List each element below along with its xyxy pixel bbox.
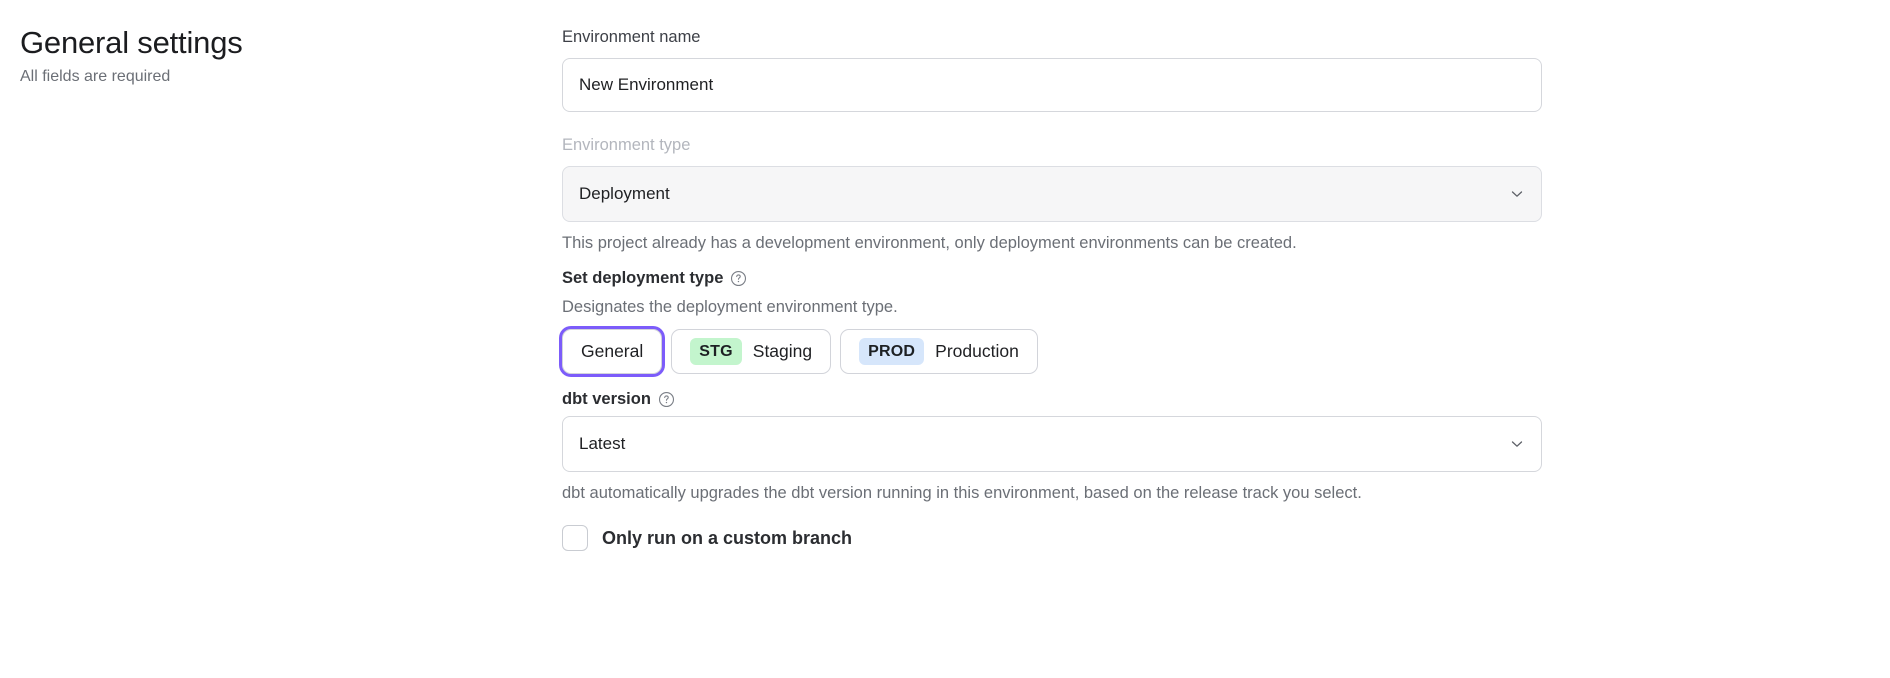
environment-type-select[interactable]: Deployment bbox=[562, 166, 1542, 222]
page-title: General settings bbox=[20, 25, 243, 60]
question-circle-icon[interactable] bbox=[730, 270, 747, 287]
chevron-down-icon bbox=[1511, 191, 1523, 197]
dbt-version-selected-value: Latest bbox=[579, 434, 626, 453]
environment-type-helper-text: This project already has a development e… bbox=[562, 234, 1297, 252]
settings-form-column: Environment name Environment type Deploy… bbox=[562, 18, 1870, 678]
custom-branch-row[interactable]: Only run on a custom branch bbox=[562, 525, 1870, 551]
spacer bbox=[562, 255, 1870, 267]
deployment-type-options: General STG Staging PROD Production bbox=[562, 329, 1870, 374]
deployment-type-option-staging[interactable]: STG Staging bbox=[671, 329, 832, 374]
environment-name-label: Environment name bbox=[562, 28, 701, 46]
environment-name-input[interactable] bbox=[562, 58, 1542, 112]
deployment-type-option-production[interactable]: PROD Production bbox=[840, 329, 1038, 374]
chevron-down-icon bbox=[1511, 441, 1523, 447]
deployment-type-field: Set deployment type Designates the deplo… bbox=[562, 267, 1870, 374]
dbt-version-helper-text: dbt automatically upgrades the dbt versi… bbox=[562, 484, 1362, 502]
custom-branch-checkbox[interactable] bbox=[562, 525, 588, 551]
dbt-version-select[interactable]: Latest bbox=[562, 416, 1542, 472]
staging-badge: STG bbox=[690, 338, 742, 365]
environment-type-label: Environment type bbox=[562, 136, 691, 154]
spacer bbox=[562, 112, 1870, 134]
deployment-type-option-production-label: Production bbox=[935, 341, 1019, 361]
question-circle-icon[interactable] bbox=[658, 391, 675, 408]
spacer bbox=[562, 374, 1870, 388]
production-badge: PROD bbox=[859, 338, 925, 365]
settings-header-column: General settings All fields are required bbox=[20, 18, 562, 678]
deployment-type-description: Designates the deployment environment ty… bbox=[562, 298, 898, 316]
deployment-type-label: Set deployment type bbox=[562, 269, 724, 287]
dbt-version-label-row: dbt version bbox=[562, 388, 1870, 410]
dbt-version-label: dbt version bbox=[562, 390, 651, 408]
deployment-type-option-staging-label: Staging bbox=[752, 341, 813, 361]
deployment-type-option-general-label: General bbox=[581, 341, 644, 361]
dbt-version-field: dbt version Latest dbt automatically upg… bbox=[562, 388, 1870, 505]
deployment-type-label-row: Set deployment type bbox=[562, 267, 1870, 289]
custom-branch-label: Only run on a custom branch bbox=[602, 527, 853, 548]
environment-name-field: Environment name bbox=[562, 26, 1870, 112]
page-subtitle: All fields are required bbox=[20, 68, 171, 85]
environment-type-selected-value: Deployment bbox=[579, 184, 670, 203]
environment-type-field: Environment type Deployment This project… bbox=[562, 134, 1870, 255]
deployment-type-option-general[interactable]: General bbox=[562, 329, 663, 374]
